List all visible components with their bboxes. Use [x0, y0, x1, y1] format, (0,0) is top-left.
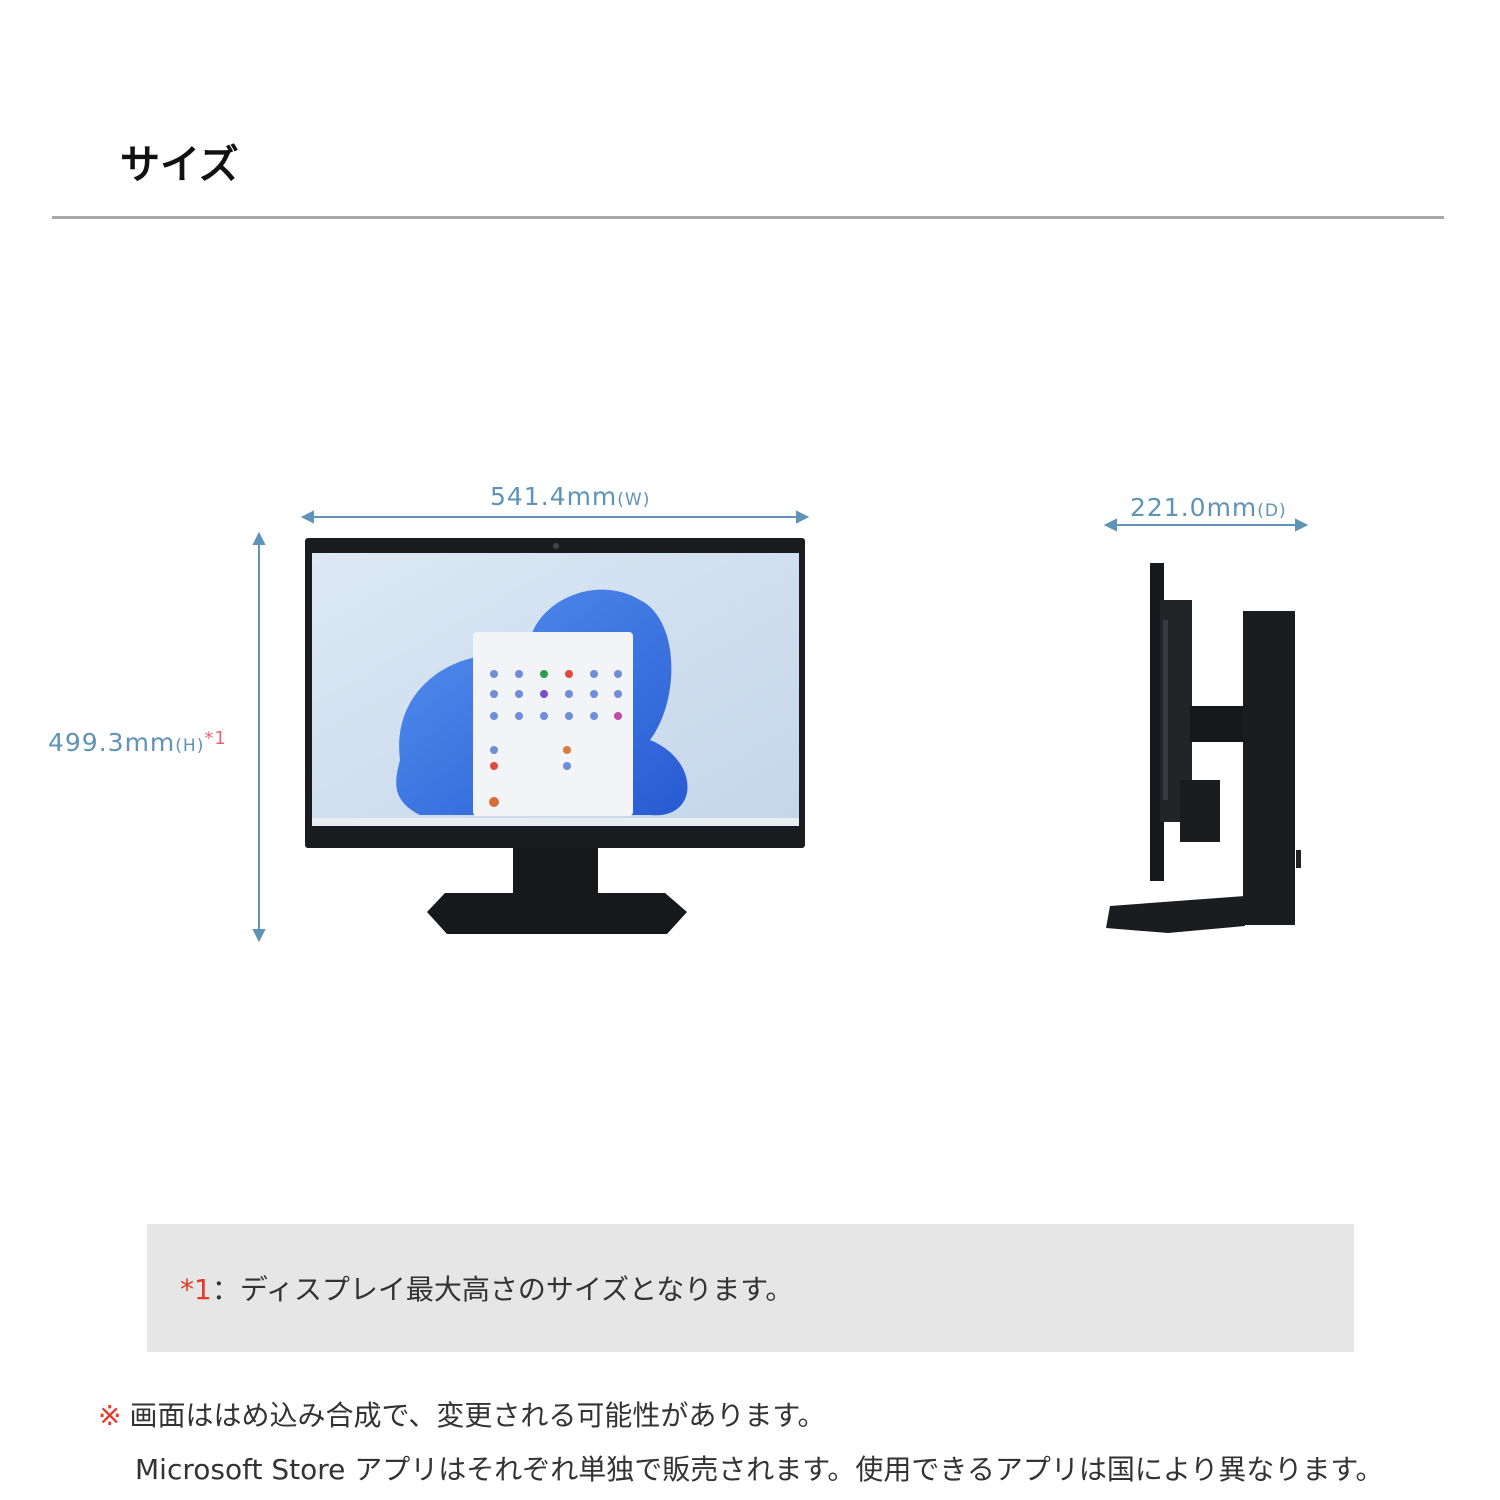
remark-line-1: ※画面ははめ込み合成で、変更される可能性があります。	[98, 1394, 826, 1434]
footnote-box	[147, 1224, 1354, 1352]
depth-dimension-label: 221.0mm(D)	[1130, 493, 1287, 522]
width-value: 541.4mm	[490, 482, 618, 511]
height-dimension-label: 499.3mm(H)*1	[48, 728, 227, 757]
monitor-front-view	[305, 538, 805, 934]
footnote: *1：ディスプレイ最大高さのサイズとなります。	[180, 1268, 793, 1308]
footnote-text: ：ディスプレイ最大高さのサイズとなります。	[211, 1273, 794, 1306]
footnote-mark: *1	[180, 1273, 212, 1306]
depth-unit: (D)	[1257, 501, 1287, 521]
page-title: サイズ	[120, 142, 239, 188]
monitor-side-view	[1106, 563, 1301, 933]
title-divider	[52, 216, 1444, 219]
depth-value: 221.0mm	[1130, 493, 1258, 522]
remark-text-1: 画面ははめ込み合成で、変更される可能性があります。	[129, 1399, 826, 1432]
width-dimension-label: 541.4mm(W)	[490, 482, 650, 511]
depth-dimension-line	[1103, 518, 1309, 532]
width-unit: (W)	[617, 490, 651, 510]
height-unit: (H)	[175, 736, 205, 756]
height-dimension-line	[252, 531, 266, 943]
remark-line-2: Microsoft Store アプリはそれぞれ単独で販売されます。使用できるア…	[135, 1453, 1384, 1486]
remark-mark: ※	[98, 1399, 122, 1432]
height-value: 499.3mm	[48, 728, 176, 757]
width-dimension-line	[300, 510, 810, 524]
height-footnote-mark: *1	[204, 728, 227, 749]
